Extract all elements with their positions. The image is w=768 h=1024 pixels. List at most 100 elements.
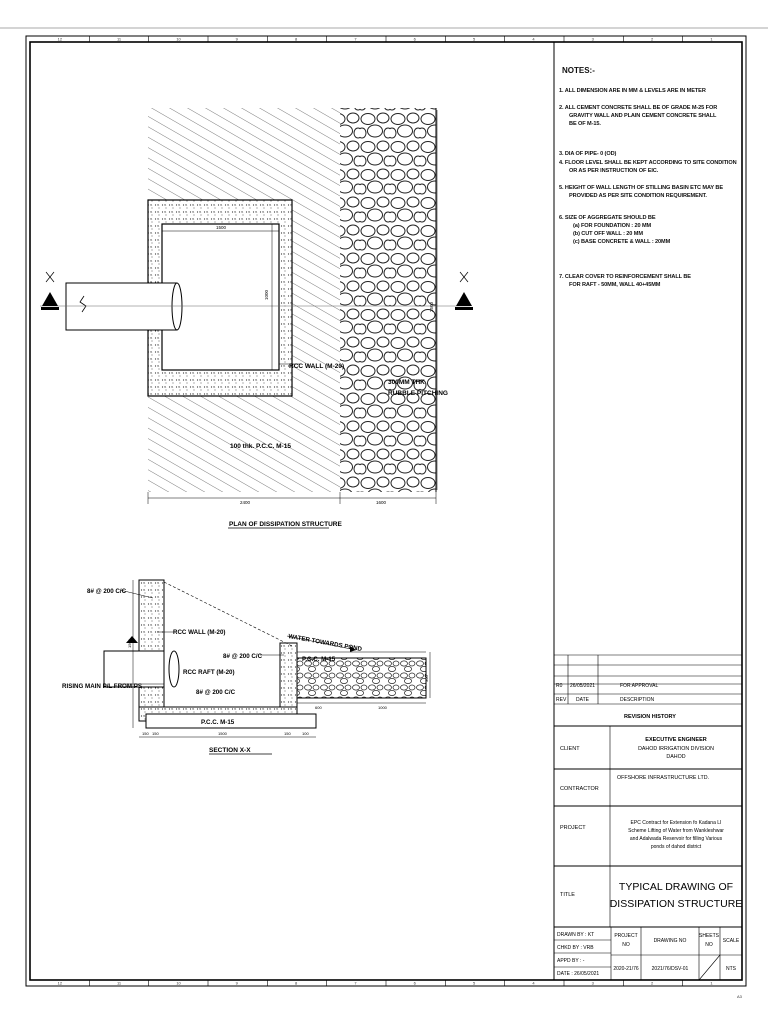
- frame-col-number-top: 12: [58, 37, 63, 42]
- section-dim-vertical-2: 300: [424, 675, 429, 682]
- plan-title: PLAN OF DISSIPATION STRUCTURE: [229, 521, 342, 528]
- section-pcc-right: P.C.C. M-15: [302, 656, 336, 663]
- title-block: [553, 42, 742, 981]
- rev-desc0: FOR APPROVAL: [620, 683, 658, 689]
- project-line-1: EPC Contract for Extension fo Kadana LI: [631, 820, 722, 826]
- note-7: 7. CLEAR COVER TO REINFORCEMENT SHALL BE…: [559, 274, 691, 288]
- frame-col-number-bottom: 10: [176, 981, 181, 986]
- note-4: 4. FLOOR LEVEL SHALL BE KEPT ACCORDING T…: [559, 160, 737, 174]
- desc-head: DESCRIPTION: [620, 697, 655, 703]
- plan-pitching-label-1: 300MM THK: [388, 379, 425, 386]
- section-dim-1500: 1500: [218, 731, 228, 736]
- frame-col-number-top: 10: [176, 37, 181, 42]
- note-3: 3. DIA OF PIPE- 0 (OD): [559, 151, 617, 157]
- project-line-4: ponds of dahod district: [651, 844, 702, 850]
- section-bar-top: 8# @ 200 C/C: [87, 588, 127, 595]
- section-water-label: WATER TOWARDS POND: [288, 633, 363, 653]
- note-2: 2. ALL CEMENT CONCRETE SHALL BE OF GRADE…: [559, 105, 718, 127]
- plan-dim-right: 1600: [376, 500, 387, 505]
- drawing-no-value: 2021/76/DSV-01: [652, 966, 689, 972]
- section-dim-vertical-1: 1500: [127, 638, 132, 648]
- title-line-2: DISSIPATION STRUCTURE: [610, 898, 743, 910]
- section-pcc-bottom: P.C.C. M-15: [201, 719, 235, 726]
- drawing-no-label: DRAWING NO: [654, 938, 687, 944]
- title-label: TITLE: [560, 892, 575, 898]
- client-line-3: DAHOD: [666, 754, 685, 760]
- section-title: SECTION X-X: [209, 747, 251, 754]
- client-label: CLIENT: [560, 746, 580, 752]
- frame-col-number-top: 8: [295, 37, 298, 42]
- frame-col-number-top: 11: [117, 37, 122, 42]
- contractor-value: OFFSHORE INFRASTRUCTURE LTD.: [617, 775, 709, 781]
- plan-dim-outer-height: 2500: [429, 301, 434, 312]
- date-field: DATE : 26/05/2021: [557, 971, 599, 977]
- appd-by: APPD BY : -: [557, 958, 585, 964]
- contractor-label: CONTRACTOR: [560, 786, 599, 792]
- frame-col-number-top: 3: [592, 37, 595, 42]
- project-no-label-2: NO: [622, 942, 630, 948]
- rev-date0: 26/05/2021: [570, 683, 595, 689]
- plan-rcc-wall-label: RCC WALL (M-20): [289, 363, 344, 370]
- revision-history-title: REVISION HISTORY: [624, 714, 676, 720]
- drawn-by: DRAWN BY : KT: [557, 932, 594, 938]
- client-line-1: EXECUTIVE ENGINEER: [645, 737, 706, 743]
- client-line-2: DAHOD IRRIGATION DIVISION: [638, 746, 714, 752]
- rev-head: REV: [556, 697, 567, 703]
- scale-label: SCALE: [723, 938, 740, 944]
- project-line-2: Scheme Lifting of Water from Wankleshwar: [628, 828, 724, 834]
- section-dim-100: 100: [302, 731, 309, 736]
- plan-dim-left: 2400: [240, 500, 251, 505]
- frame-col-number-top: 9: [236, 37, 239, 42]
- section-rcc-wall-label: RCC WALL (M-20): [173, 629, 225, 636]
- title-line-1: TYPICAL DRAWING OF: [619, 881, 733, 893]
- section-bar-mid: 8# @ 200 C/C: [223, 653, 263, 660]
- note-5: 5. HEIGHT OF WALL LENGTH OF STILLING BAS…: [559, 185, 723, 199]
- frame-col-number-bottom: 7: [354, 981, 357, 986]
- frame-col-number-top: 7: [354, 37, 357, 42]
- frame-col-number-bottom: 12: [58, 981, 63, 986]
- section-dim-600: 600: [315, 705, 322, 710]
- frame-col-number-top: 6: [414, 37, 417, 42]
- frame-col-number-top: 1: [710, 37, 713, 42]
- sheets-label-1: SHEETS: [699, 933, 720, 939]
- date-head: DATE: [576, 697, 590, 703]
- section-dim-150a: 150: [142, 731, 149, 736]
- project-no-label-1: PROJECT: [614, 933, 637, 939]
- section-bar-raft: 8# @ 200 C/C: [196, 689, 236, 696]
- rev-r0: R0: [556, 683, 563, 689]
- project-label: PROJECT: [560, 825, 586, 831]
- section-rcc-raft-label: RCC RAFT (M-20): [183, 669, 235, 676]
- frame-col-number-bottom: 4: [532, 981, 535, 986]
- section-marker-right: [455, 271, 473, 310]
- section-dim-150c: 150: [284, 731, 291, 736]
- plan-pitching-label-2: RUBBLE PITCHING: [388, 390, 448, 397]
- section-dim-1000: 1000: [378, 705, 388, 710]
- plan-dim-inner-width: 1500: [216, 225, 227, 230]
- scale-value: NTS: [726, 966, 737, 972]
- plan-view: [40, 108, 473, 529]
- section-marker-left: [41, 271, 59, 310]
- frame-col-number-top: 5: [473, 37, 476, 42]
- project-line-3: and Adalwada Reservoir for filling Vario…: [630, 836, 723, 842]
- note-6: 6. SIZE OF AGGREGATE SHOULD BE (a) FOR F…: [559, 215, 671, 245]
- project-no-value: 2020-21/76: [613, 966, 639, 972]
- note-1: 1. ALL DIMENSION ARE IN MM & LEVELS ARE …: [559, 88, 706, 94]
- frame-col-number-bottom: 11: [117, 981, 122, 986]
- notes-title: NOTES:-: [562, 66, 595, 75]
- frame-col-number-bottom: 9: [236, 981, 239, 986]
- plan-dim-inner-height: 1000: [264, 289, 269, 300]
- frame-col-number-bottom: 2: [651, 981, 654, 986]
- sheet-size-label: A3: [737, 994, 743, 999]
- frame-col-number-bottom: 5: [473, 981, 476, 986]
- section-dim-150b: 150: [152, 731, 159, 736]
- frame-col-number-bottom: 8: [295, 981, 298, 986]
- section-rising-main-label: RISING MAIN P/L FROM PS: [62, 683, 142, 690]
- frame-col-number-bottom: 3: [592, 981, 595, 986]
- section-view: [103, 579, 431, 755]
- frame-col-number-top: 4: [532, 37, 535, 42]
- frame-col-number-bottom: 1: [710, 981, 713, 986]
- frame-col-number-top: 2: [651, 37, 654, 42]
- plan-pcc-label: 100 thk. P.C.C. M-15: [230, 443, 291, 450]
- frame-col-number-bottom: 6: [414, 981, 417, 986]
